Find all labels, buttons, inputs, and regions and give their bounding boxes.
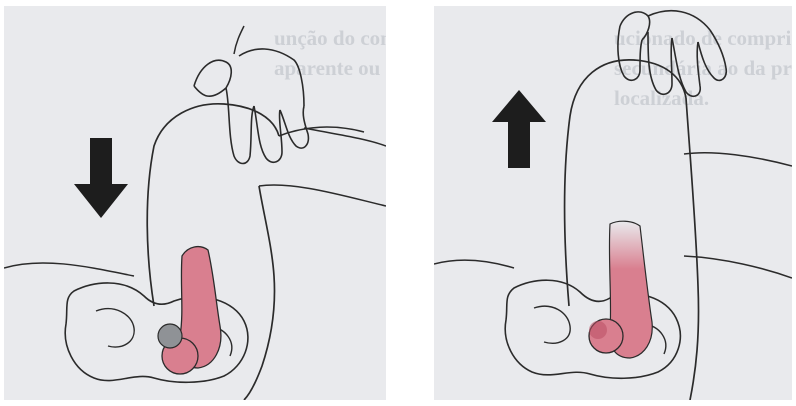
finger-4 xyxy=(698,30,726,80)
upper-edge-line xyxy=(304,128,386,146)
right-illustration xyxy=(434,6,792,400)
thigh-outline-back xyxy=(244,186,275,400)
femoral-head-shadow xyxy=(589,321,607,339)
thigh-outline-back xyxy=(686,98,699,400)
ground-line xyxy=(4,263,134,276)
hand-back-outline xyxy=(194,49,304,106)
upper-edge-line xyxy=(684,153,792,166)
finger-1 xyxy=(618,26,642,80)
arrow-up-icon xyxy=(492,90,546,168)
finger-1 xyxy=(226,88,254,164)
thigh-back-line xyxy=(259,185,386,206)
left-illustration xyxy=(4,6,386,400)
finger-3 xyxy=(280,106,308,148)
arrow-down-icon xyxy=(74,138,128,218)
thumb-outline xyxy=(194,60,231,88)
wrist-line xyxy=(234,26,244,54)
hand-back-outline xyxy=(648,11,710,30)
thigh-back-line xyxy=(684,256,792,278)
grey-bone-ball xyxy=(158,324,182,348)
left-panel: unção do comprimento do membro inferior … xyxy=(4,6,386,400)
finger-3 xyxy=(672,38,700,96)
right-panel: ucionado de comprimento do membro inferi… xyxy=(434,6,792,400)
thumb-outline xyxy=(620,12,650,40)
ground-line xyxy=(434,260,514,268)
